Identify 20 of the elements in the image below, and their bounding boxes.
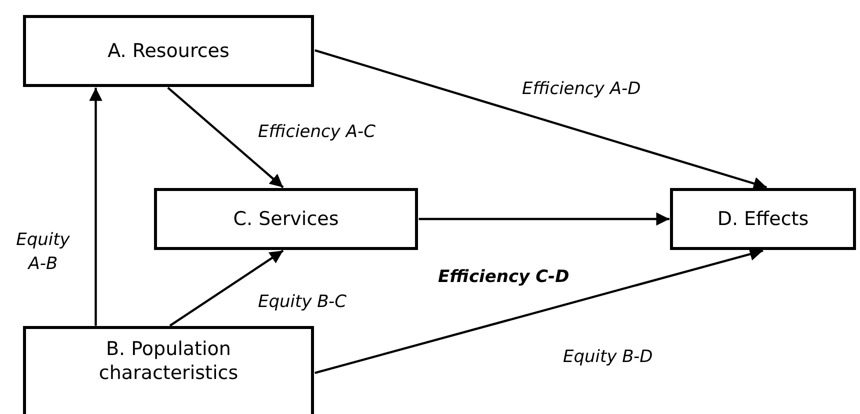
edge-label: Equity B-C [258, 291, 347, 314]
arrow [418, 212, 670, 226]
process-box [154, 188, 418, 250]
arrow [167, 86, 284, 188]
process-box [23, 326, 314, 414]
arrow [89, 88, 102, 326]
edge-label: Efficiency A-D [522, 78, 641, 101]
edge-label: Equity A-B [15, 229, 71, 276]
arrow [314, 49, 768, 190]
arrow [169, 250, 284, 327]
edge-label: Equity B-D [563, 346, 653, 369]
node-label: B. Population characteristics [98, 337, 240, 386]
edge-label: Efficiency A-C [258, 121, 376, 144]
process-box [23, 15, 314, 87]
arrow [314, 248, 764, 374]
process-box [670, 188, 856, 250]
node-label: A. Resources [108, 39, 230, 63]
edge-label: Efficiency C-D [438, 266, 570, 289]
node-label: D. Effects [717, 207, 809, 231]
node-label: C. Services [233, 207, 339, 231]
